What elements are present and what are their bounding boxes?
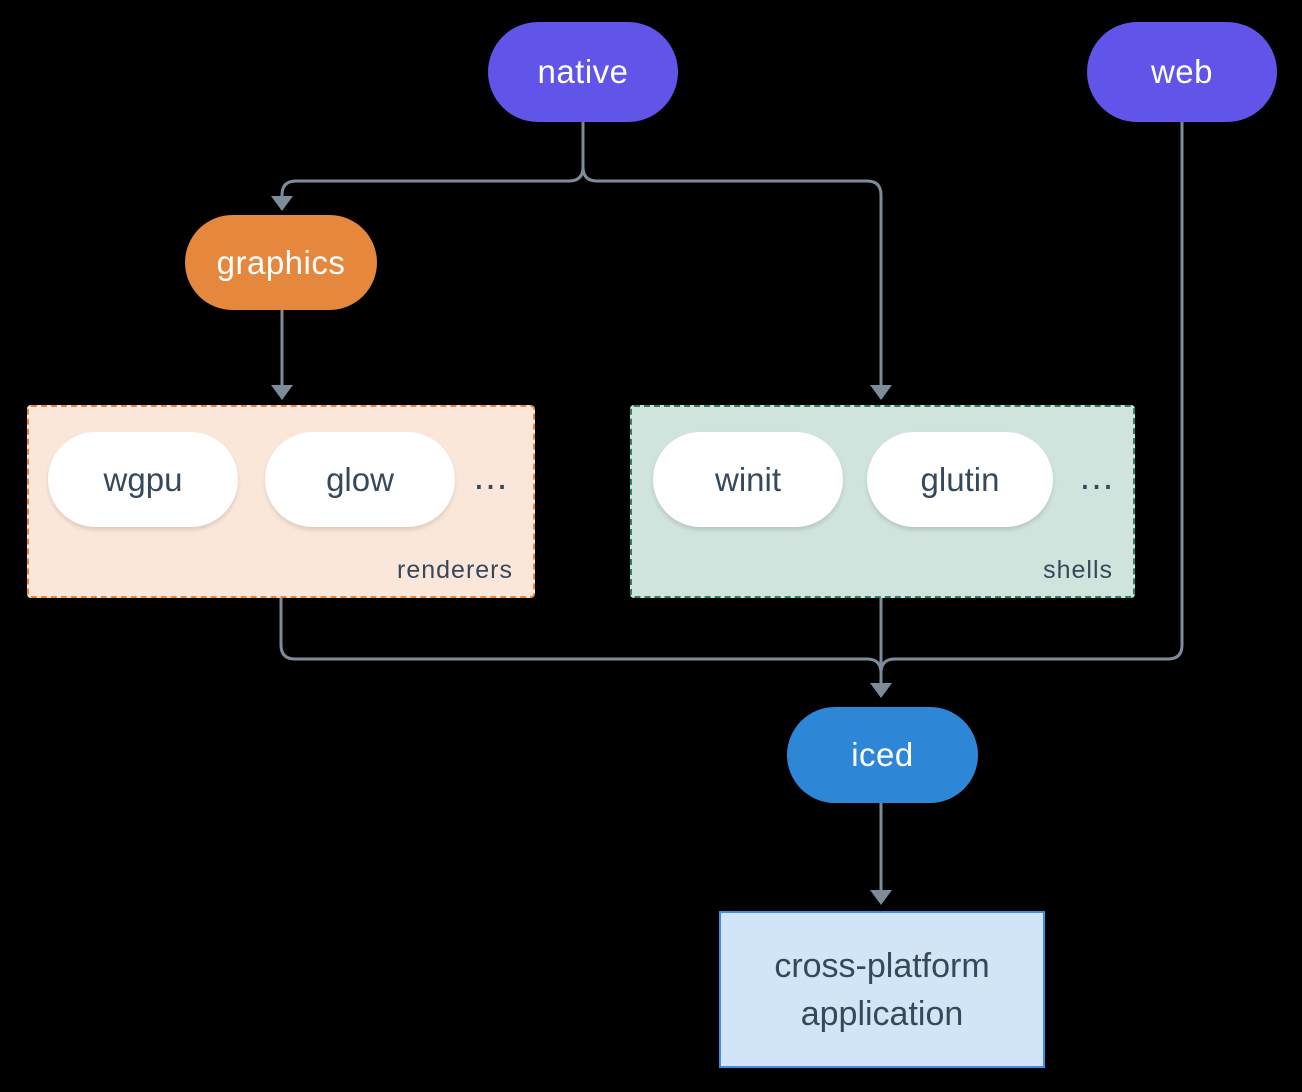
node-iced-label: iced [851, 736, 914, 773]
renderers-ellipsis: ... [473, 456, 509, 498]
arrowhead-application [870, 890, 892, 905]
node-glutin: glutin [867, 432, 1053, 527]
edge-native-graphics [280, 122, 585, 197]
node-winit-label: winit [714, 460, 782, 498]
arrowhead-iced [870, 683, 892, 698]
edge-native-shells [581, 122, 883, 386]
node-glow-label: glow [326, 460, 394, 498]
arrowhead-graphics [271, 196, 293, 211]
node-web-label: web [1150, 53, 1214, 90]
renderers-group-label: renderers [397, 556, 513, 584]
node-glutin-label: glutin [920, 460, 1000, 498]
node-native-label: native [537, 53, 629, 90]
arrowhead-renderers [271, 385, 293, 400]
shells-group-label: shells [1043, 556, 1113, 584]
node-web: web [1087, 22, 1277, 122]
node-application: cross-platform application [719, 911, 1045, 1068]
node-glow: glow [265, 432, 455, 527]
node-winit: winit [653, 432, 843, 527]
node-native: native [488, 22, 678, 122]
node-wgpu: wgpu [48, 432, 238, 527]
shells-ellipsis: ... [1079, 456, 1115, 498]
node-graphics-label: graphics [216, 243, 346, 281]
edge-renderers-iced [279, 598, 883, 678]
arrowhead-shells [870, 385, 892, 400]
node-graphics: graphics [185, 215, 377, 310]
node-wgpu-label: wgpu [103, 460, 183, 498]
node-iced: iced [787, 707, 978, 803]
node-application-label: cross-platform application [774, 946, 990, 1033]
